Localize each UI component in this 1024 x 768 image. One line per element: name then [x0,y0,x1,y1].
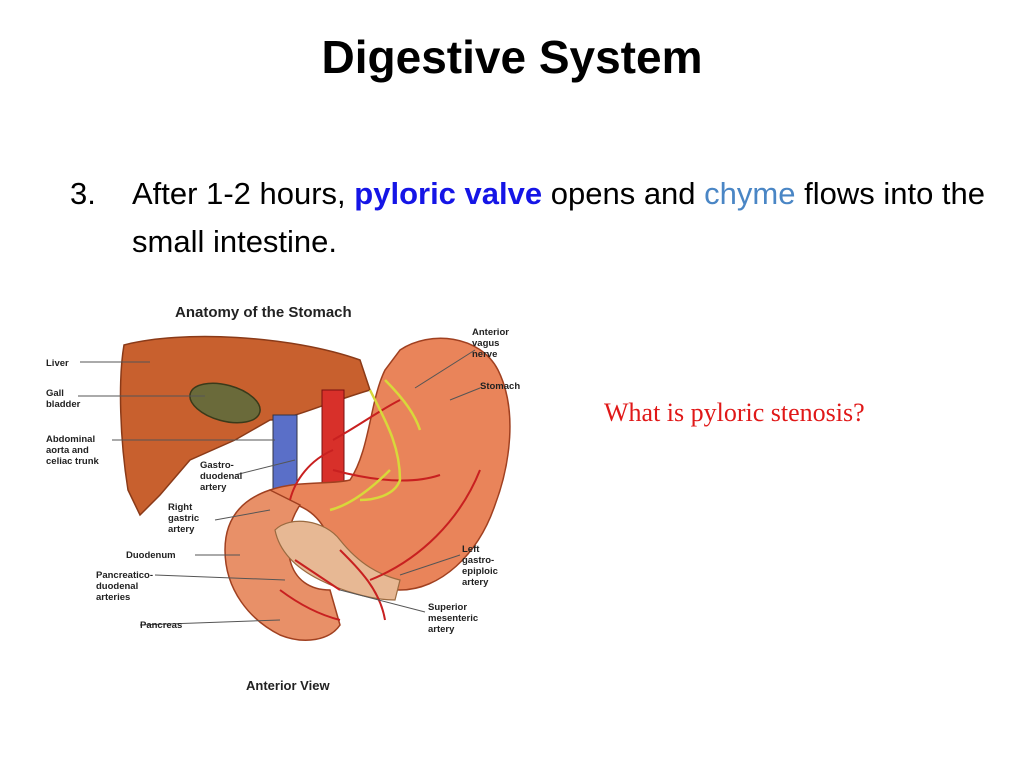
bullet-text-part-1: After 1-2 hours, [132,176,355,211]
label-duodenum: Duodenum [126,550,176,561]
label-pancreas: Pancreas [140,620,182,631]
stomach-anatomy-figure: Anatomy of the Stomach Anterior View Liv… [46,304,520,693]
liver-shape [119,335,371,517]
label-gastroduodenal: Gastro- duodenal artery [200,460,245,493]
pyloric-valve-term: pyloric valve [354,176,543,211]
label-vagus: Anterior vagus nerve [472,327,512,360]
label-gastroepiploic: Left gastro- epiploic artery [462,544,501,588]
pancreas-shape [274,520,401,601]
label-aorta: Abdominal aorta and celiac trunk [46,434,100,467]
bullet-number: 3. [70,176,96,211]
bullet-text: After 1-2 hours, pyloric valve opens and… [132,170,1002,266]
bullet-text-part-3: flows into the small intestine. [132,176,986,259]
label-mesenteric: Superior mesenteric artery [428,602,481,635]
bullet-text-part-2: opens and [542,176,705,211]
anatomy-illustration [119,335,511,641]
chyme-term: chyme [704,176,796,211]
figure-title: Anatomy of the Stomach [175,304,352,321]
figure-caption: Anterior View [246,678,330,693]
label-liver: Liver [46,358,69,369]
label-stomach: Stomach [480,381,520,392]
gall-bladder-shape [189,382,261,424]
question-text: What is pyloric stenosis? [604,398,865,427]
label-gall-bladder: Gall bladder [46,388,81,410]
label-right-gastric: Right gastric artery [168,502,202,535]
label-pancreaticoduodenal: Pancreatico- duodenal arteries [96,570,156,603]
leader-lines [78,349,481,626]
slide-title: Digestive System [321,31,703,83]
